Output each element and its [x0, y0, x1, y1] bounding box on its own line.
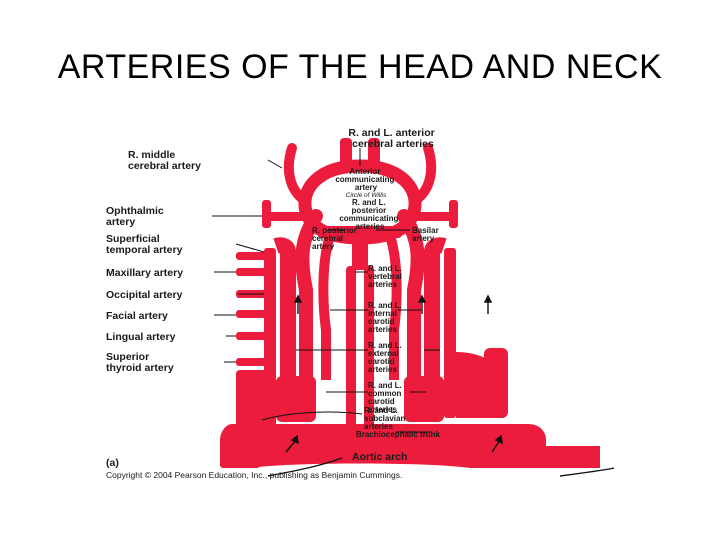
ophthalmic-left: [268, 212, 306, 221]
label-vertebral-2: vertebral: [368, 272, 402, 281]
label-superficial-temporal-2: temporal artery: [106, 244, 183, 256]
label-basilar-2: artery: [412, 234, 435, 243]
label-subclavian-1: R. and L.: [364, 406, 398, 415]
middle-cerebral-right: [411, 143, 437, 205]
external-carotid-left: [273, 237, 296, 380]
label-posterior-communicating-4: arteries: [356, 222, 385, 231]
label-lingual: Lingual artery: [106, 331, 176, 343]
svg-text:Basilar artery: Basilar artery: [412, 226, 441, 243]
label-circle-of-willis: Circle of Willis: [346, 192, 387, 199]
vertebral-left: [346, 266, 356, 428]
common-carotid-left: [276, 376, 316, 422]
label-posterior-cerebral-3: artery: [312, 242, 335, 251]
label-common-carotid-4: arteries: [368, 405, 397, 414]
posterior-cerebral: [318, 226, 402, 238]
label-posterior-communicating-1: R. and L.: [352, 198, 386, 207]
label-superficial-temporal-1: Superficial: [106, 233, 160, 245]
aortic-arch: [250, 438, 600, 468]
superior-thyroid-branch: [236, 358, 266, 366]
svg-text:Superior thyroid artery: Superior thyroid artery: [106, 351, 174, 374]
superficial-temporal-branch: [236, 252, 266, 260]
label-occipital: Occipital artery: [106, 289, 183, 301]
label-subclavian-2: subclavian: [364, 414, 405, 423]
label-internal-carotid-1: R. and L.: [368, 301, 402, 310]
label-subclavian-3: arteries: [364, 422, 393, 431]
label-posterior-cerebral-1: R. posterior: [312, 226, 357, 235]
label-brachiocephalic: Brachiocephalic trunk: [356, 430, 441, 439]
label-common-carotid-1: R. and L.: [368, 381, 402, 390]
label-ophthalmic-2: artery: [106, 216, 135, 228]
external-carotid-right: [424, 237, 447, 380]
svg-text:R. and L. internal: R. and L. internal carotid arteries: [368, 301, 404, 334]
artery-shapes: [220, 138, 600, 468]
label-vertebral-1: R. and L.: [368, 264, 402, 273]
leader-lines: [212, 148, 440, 433]
label-external-carotid-2: external: [368, 349, 399, 358]
label-external-carotid-3: carotid: [368, 357, 395, 366]
label-internal-carotid-2: internal: [368, 309, 397, 318]
label-ophthalmic-1: Ophthalmic: [106, 205, 164, 217]
label-basilar-1: Basilar: [412, 226, 439, 235]
label-anterior-communicating-1: Anterior: [349, 167, 380, 176]
label-posterior-communicating-3: communicating: [339, 214, 398, 223]
label-superior-thyroid-1: Superior: [106, 351, 149, 363]
middle-cerebral-left: [283, 143, 309, 205]
lingual-branch: [236, 332, 266, 340]
label-common-carotid-2: common: [368, 389, 401, 398]
label-anterior-communicating-2: communicating: [335, 175, 394, 184]
label-internal-carotid-4: arteries: [368, 325, 397, 334]
label-common-carotid-3: carotid: [368, 397, 395, 406]
svg-text:R. and L. posterior: R. and L. posterior communicating arteri…: [339, 198, 400, 231]
label-posterior-cerebral-2: cerebral: [312, 234, 343, 243]
label-superior-thyroid-2: thyroid artery: [106, 362, 174, 374]
label-internal-carotid-3: carotid: [368, 317, 395, 326]
label-middle-cerebral-1: R. middle: [128, 149, 175, 161]
svg-text:R. and L. anterior cereb: R. and L. anterior cerebral arteries: [348, 127, 437, 150]
svg-text:Anterior communicating: Anterior communicating artery: [335, 167, 396, 192]
svg-text:R. posterior cerebral: R. posterior cerebral artery: [312, 226, 359, 251]
label-external-carotid-1: R. and L.: [368, 341, 402, 350]
svg-text:R. and L. external: R. and L. external carotid arteries: [368, 341, 404, 374]
vertebral-right: [364, 266, 374, 428]
svg-text:R. and L. subclavian: R. and L. subclavian arteries: [364, 406, 408, 431]
common-carotid-right: [404, 376, 444, 422]
label-vertebral-3: arteries: [368, 280, 397, 289]
label-posterior-communicating-2: posterior: [352, 206, 387, 215]
label-anterior-cerebral-1: R. and L. anterior: [348, 127, 434, 139]
label-facial: Facial artery: [106, 310, 168, 322]
label-anterior-communicating-3: artery: [355, 183, 378, 192]
label-external-carotid-4: arteries: [368, 365, 397, 374]
facial-branch: [236, 310, 266, 318]
svg-text:R. and L. common c: R. and L. common carotid arteries: [368, 381, 404, 414]
ophthalmic-right: [414, 212, 452, 221]
basilar-artery: [352, 236, 368, 270]
internal-carotid-left: [295, 209, 323, 387]
panel-letter: (a): [106, 457, 119, 469]
svg-text:R. and L. vertebral: R. and L. vertebral arteries: [368, 264, 404, 289]
diagram-labels: R. and L. anterior cerebral arteries R. …: [106, 127, 441, 480]
label-middle-cerebral-2: cerebral artery: [128, 160, 201, 172]
maxillary-branch: [236, 268, 266, 276]
svg-text:R. middle cerebral arter: R. middle cerebral artery: [128, 149, 201, 172]
label-maxillary: Maxillary artery: [106, 267, 183, 279]
label-anterior-cerebral-2: cerebral arteries: [352, 138, 434, 150]
svg-text:Superficial temporal art: Superficial temporal artery: [106, 233, 183, 256]
flow-arrows: [267, 294, 615, 477]
slide-title: ARTERIES OF THE HEAD AND NECK: [57, 48, 663, 86]
svg-text:Ophthalmic artery: Ophthalmic artery: [106, 205, 167, 228]
internal-carotid-right: [397, 209, 425, 387]
label-aortic-arch: Aortic arch: [352, 451, 407, 463]
copyright-notice: Copyright © 2004 Pearson Education, Inc.…: [106, 470, 402, 480]
